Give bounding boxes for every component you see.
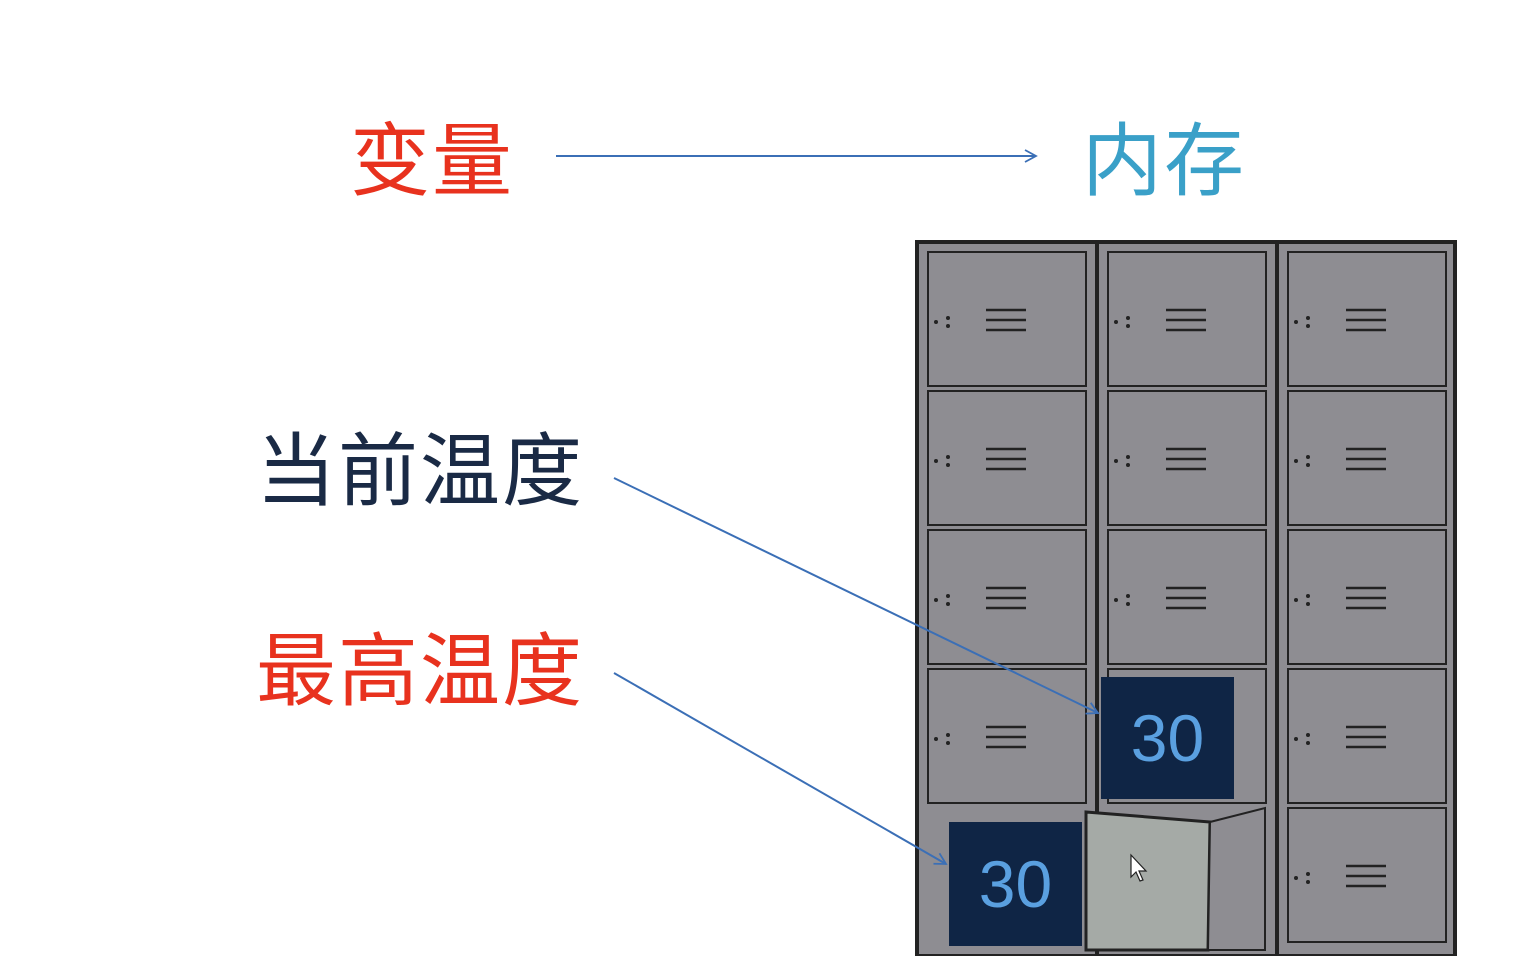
locker-lock-dot bbox=[1294, 459, 1298, 463]
locker-door bbox=[1107, 251, 1267, 387]
locker-lock-dot bbox=[1126, 316, 1130, 320]
locker-lock-dot bbox=[934, 459, 938, 463]
locker-lock-dot bbox=[946, 463, 950, 467]
locker-lock-dot bbox=[1114, 320, 1118, 324]
locker-lock-dot bbox=[1294, 876, 1298, 880]
locker-lock-dot bbox=[1126, 602, 1130, 606]
locker-lock-dot bbox=[1306, 602, 1310, 606]
locker-lock-dot bbox=[1306, 316, 1310, 320]
max-temp-label: 最高温度 bbox=[256, 625, 584, 718]
memory-label: 内存 bbox=[1082, 115, 1246, 208]
locker-lock-dot bbox=[1114, 459, 1118, 463]
locker-lock-dot bbox=[1306, 455, 1310, 459]
max-temp-value-box: 30 bbox=[949, 822, 1082, 946]
mouse-cursor-icon bbox=[1130, 853, 1148, 882]
locker-lock-dot bbox=[1306, 463, 1310, 467]
locker-lock-dot bbox=[946, 316, 950, 320]
locker-lock-dot bbox=[1306, 324, 1310, 328]
locker-lock-dot bbox=[1306, 741, 1310, 745]
locker-lock-dot bbox=[1306, 733, 1310, 737]
variable-label: 变量 bbox=[350, 115, 514, 208]
locker-lock-dot bbox=[1294, 598, 1298, 602]
locker-lock-dot bbox=[934, 737, 938, 741]
open-locker-side bbox=[1206, 806, 1266, 951]
locker-lock-dot bbox=[1306, 880, 1310, 884]
locker-lock-dot bbox=[946, 455, 950, 459]
locker-lock-dot bbox=[1294, 737, 1298, 741]
current-temp-label: 当前温度 bbox=[256, 425, 584, 518]
locker-lock-dot bbox=[1294, 320, 1298, 324]
locker-lock-dot bbox=[1126, 594, 1130, 598]
locker-lock-dot bbox=[946, 733, 950, 737]
locker-lock-dot bbox=[946, 741, 950, 745]
locker-lock-dot bbox=[1126, 324, 1130, 328]
locker-lock-dot bbox=[946, 324, 950, 328]
open-locker-door bbox=[1084, 810, 1212, 952]
locker-lock-dot bbox=[1114, 598, 1118, 602]
locker-lock-dot bbox=[934, 320, 938, 324]
locker-lock-dot bbox=[1306, 594, 1310, 598]
locker-lock-dot bbox=[1126, 463, 1130, 467]
max-temp-arrow bbox=[613, 672, 948, 865]
locker-lock-dot bbox=[934, 598, 938, 602]
locker-lock-dot bbox=[1126, 455, 1130, 459]
current-temp-arrow bbox=[613, 477, 1100, 715]
locker-lock-dot bbox=[946, 602, 950, 606]
locker-lock-dot bbox=[1306, 872, 1310, 876]
current-temp-value-box: 30 bbox=[1101, 677, 1234, 799]
locker-lock-dot bbox=[946, 594, 950, 598]
